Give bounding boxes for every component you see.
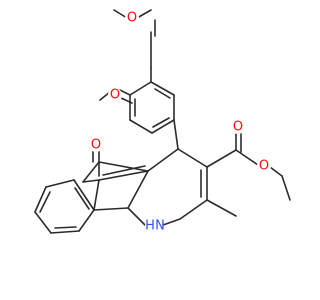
bond (45, 179, 75, 188)
bond (177, 148, 208, 168)
bond (34, 186, 47, 213)
bond (147, 148, 179, 172)
atom-background (145, 217, 163, 235)
bond (281, 175, 291, 201)
atom-background (89, 138, 103, 152)
bond (129, 81, 152, 96)
atom-label: N (155, 219, 165, 234)
bond (82, 161, 100, 183)
bond (50, 230, 80, 234)
atom-label: H (145, 219, 155, 234)
bond (93, 179, 100, 211)
bond (78, 209, 95, 232)
bond (206, 199, 237, 217)
atom-label: O (259, 159, 269, 174)
structure-canvas: O O O O O H N (34, 9, 291, 235)
bond (119, 89, 131, 96)
bond (73, 179, 95, 211)
bond (98, 170, 149, 181)
bond (54, 226, 77, 229)
bond (269, 166, 283, 177)
bond (129, 119, 153, 134)
bond (173, 119, 179, 150)
bond (179, 199, 208, 220)
bond (93, 207, 129, 211)
bond (127, 170, 149, 209)
bond (74, 187, 90, 210)
bond (154, 88, 171, 99)
bond (151, 119, 175, 134)
atom-background (257, 159, 271, 173)
atom-background (108, 88, 122, 102)
bond (39, 191, 51, 213)
atom-label: O (110, 88, 120, 103)
bond (113, 9, 128, 19)
atom-label: O (91, 138, 101, 153)
bond (34, 211, 52, 234)
atom-background (125, 11, 139, 25)
bond (127, 207, 146, 226)
bond (136, 9, 152, 19)
molecule-diagram: O O O O O H N (34, 9, 291, 235)
bond (150, 81, 175, 96)
bond (206, 149, 237, 168)
bond (102, 165, 146, 176)
bond (235, 149, 259, 166)
bond (98, 161, 149, 172)
bond (82, 179, 100, 183)
bond (152, 117, 170, 128)
atom-background (231, 120, 245, 134)
atom-label: O (127, 11, 137, 26)
bond (162, 218, 181, 226)
atom-label: O (233, 120, 243, 135)
